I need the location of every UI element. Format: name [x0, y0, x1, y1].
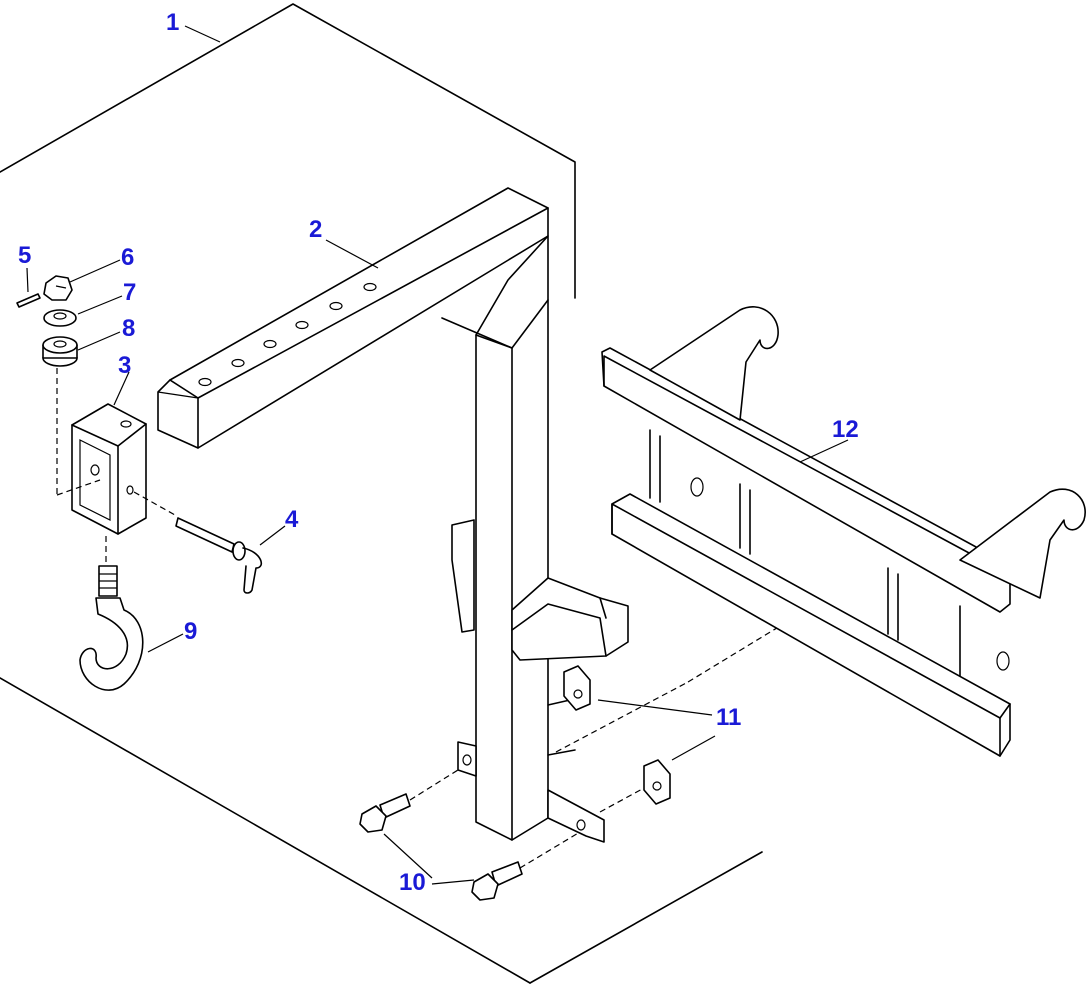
washer-part-7 [43, 309, 77, 327]
callout-7: 7 [123, 279, 136, 306]
callout-12: 12 [832, 416, 859, 443]
leader-lines [26, 25, 849, 885]
hook-part-9 [79, 565, 144, 691]
callout-2: 2 [309, 216, 322, 243]
callout-8: 8 [122, 315, 135, 342]
callout-9: 9 [184, 618, 197, 645]
callout-5: 5 [18, 242, 31, 269]
plate-part-11-left [563, 665, 591, 711]
plate-part-11-right [643, 759, 671, 805]
cotter-pin-part-5 [16, 293, 41, 308]
callout-1: 1 [166, 9, 179, 36]
callout-3: 3 [118, 352, 131, 379]
pin-part-4 [175, 517, 263, 594]
bolt-part-10-lower [471, 861, 523, 901]
callout-4: 4 [285, 506, 299, 533]
washer-part-8 [42, 336, 78, 367]
bolt-part-10-upper [359, 793, 411, 833]
nut-part-6 [43, 275, 73, 301]
assembly-boundary-box [0, 3, 763, 984]
frame-arm-part-2 [157, 187, 629, 843]
bracket-block-part-3 [56, 368, 176, 565]
callout-6: 6 [121, 244, 134, 271]
callout-10: 10 [399, 869, 426, 896]
fork-carriage-part-12 [601, 306, 1086, 757]
callout-11: 11 [716, 704, 741, 731]
